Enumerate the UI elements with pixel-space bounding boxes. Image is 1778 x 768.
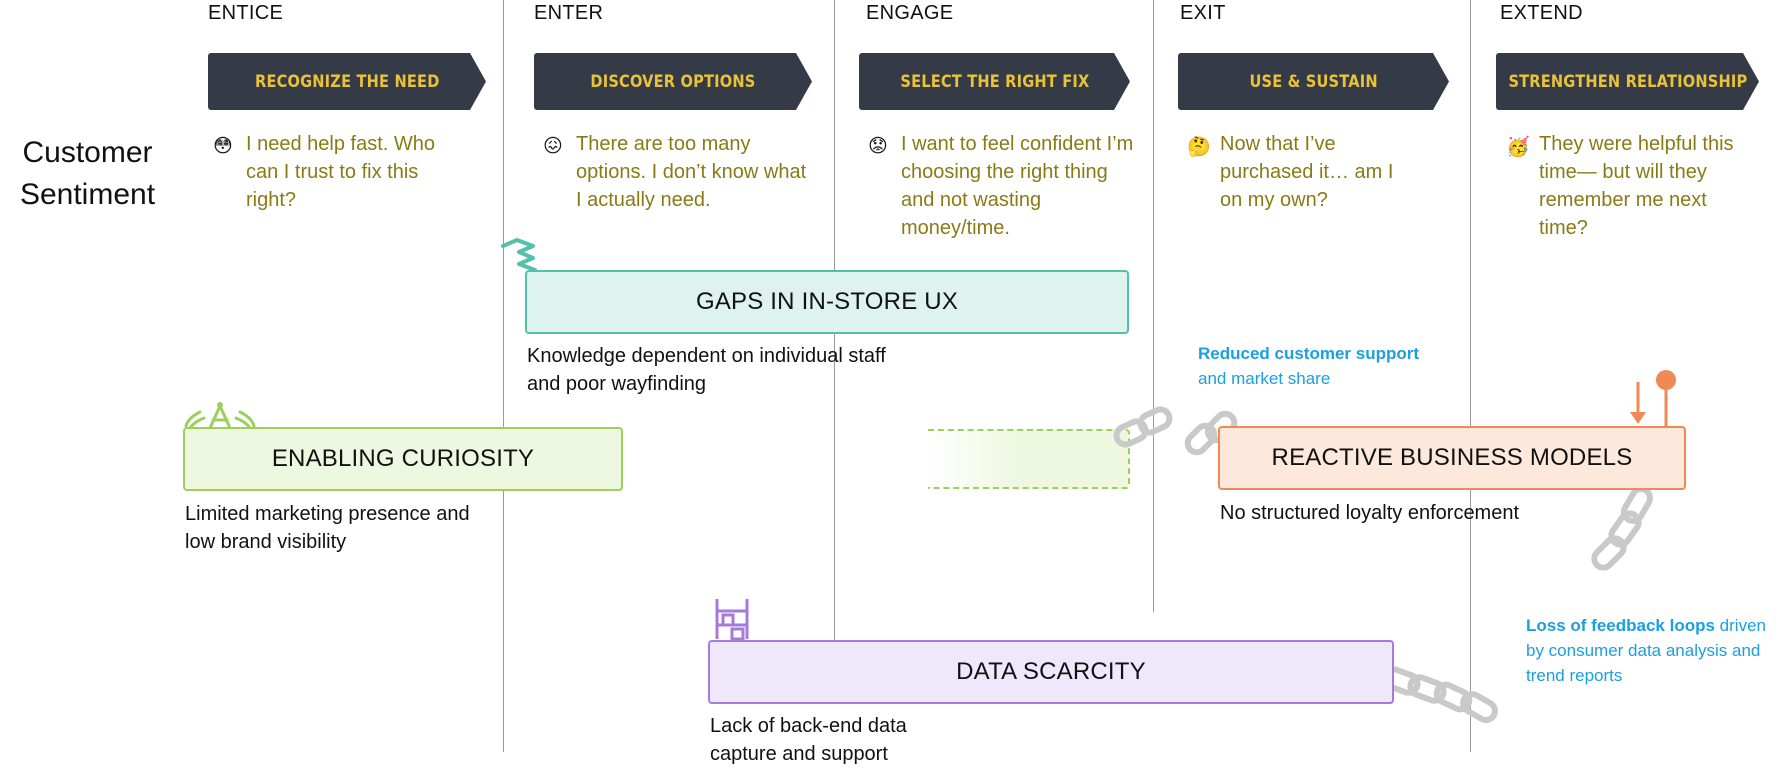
gaps-in-store-ux-box: GAPS IN IN-STORE UX [525, 270, 1129, 334]
emoji-confounded-icon: 😖 [543, 136, 563, 157]
divider-3 [1153, 0, 1154, 612]
callout-rest: driven by consumer data analysis and tre… [1526, 616, 1766, 685]
reactive-description: No structured loyalty enforcement [1220, 502, 1520, 524]
stage-label-enter: ENTER [534, 2, 604, 24]
emoji-partying-icon: 🥳 [1506, 137, 1530, 158]
sentiment-enter: There are too many options. I don’t know… [576, 133, 807, 211]
wave-icon [501, 238, 537, 272]
row-title-customer-sentiment: Customer Sentiment [19, 136, 156, 211]
reactive-business-models-box: REACTIVE BUSINESS MODELS [1218, 426, 1686, 490]
callout-bold: Loss of feedback loops [1526, 616, 1715, 635]
callout-bold: Reduced customer support [1198, 344, 1420, 363]
sentiment-extend: They were helpful this time— but will th… [1539, 133, 1734, 239]
callout-rest: and market share [1198, 369, 1331, 388]
sentiment-entice: I need help fast. Who can I trust to fix… [246, 133, 436, 211]
banner-recognize-the-need: RECOGNIZE THE NEED [208, 53, 486, 110]
emoji-flushed-icon: 😳 [213, 136, 233, 157]
data-scarcity-box: DATA SCARCITY [708, 640, 1394, 704]
shelf-icon [715, 599, 749, 641]
signal-icon [184, 402, 256, 430]
chain-link-icon [1381, 666, 1498, 723]
banner-select-the-right-fix: SELECT THE RIGHT FIX [859, 53, 1130, 110]
dashed-extension-box [928, 429, 1130, 489]
stage-label-extend: EXTEND [1500, 2, 1583, 24]
banner-label: SELECT THE RIGHT FIX [899, 71, 1090, 92]
curiosity-description: Limited marketing presence and low brand… [185, 503, 470, 553]
divider-4 [1470, 0, 1471, 752]
emoji-worried-icon: 😟 [868, 136, 888, 157]
banner-label: RECOGNIZE THE NEED [254, 71, 440, 92]
divider-1 [503, 0, 504, 752]
sentiment-exit: Now that I’ve purchased it… am I on my o… [1220, 133, 1394, 211]
stage-label-engage: ENGAGE [866, 2, 954, 24]
banner-strengthen-relationship: STRENGTHEN RELATIONSHIP [1496, 53, 1759, 110]
pin-arrow-icon [1630, 370, 1676, 428]
stage-label-entice: ENTICE [208, 2, 284, 24]
banner-discover-options: DISCOVER OPTIONS [534, 53, 812, 110]
data-description: Lack of back-end data capture and suppor… [710, 715, 907, 765]
gaps-description: Knowledge dependent on individual staff … [527, 345, 886, 395]
banner-label: USE & SUSTAIN [1249, 71, 1378, 92]
banner-label: DISCOVER OPTIONS [590, 71, 756, 92]
stage-label-exit: EXIT [1180, 2, 1226, 24]
banner-label: STRENGTHEN RELATIONSHIP [1508, 71, 1747, 92]
emoji-thinking-icon: 🤔 [1187, 137, 1211, 158]
sentiment-engage: I want to feel confident I’m choosing th… [901, 133, 1134, 239]
callout-reduced-support: Reduced customer support and market shar… [1198, 341, 1438, 391]
banner-use-and-sustain: USE & SUSTAIN [1178, 53, 1449, 110]
chain-link-icon [1591, 486, 1653, 571]
enabling-curiosity-box: ENABLING CURIOSITY [183, 427, 623, 491]
callout-loss-feedback: Loss of feedback loops driven by consume… [1526, 613, 1766, 688]
